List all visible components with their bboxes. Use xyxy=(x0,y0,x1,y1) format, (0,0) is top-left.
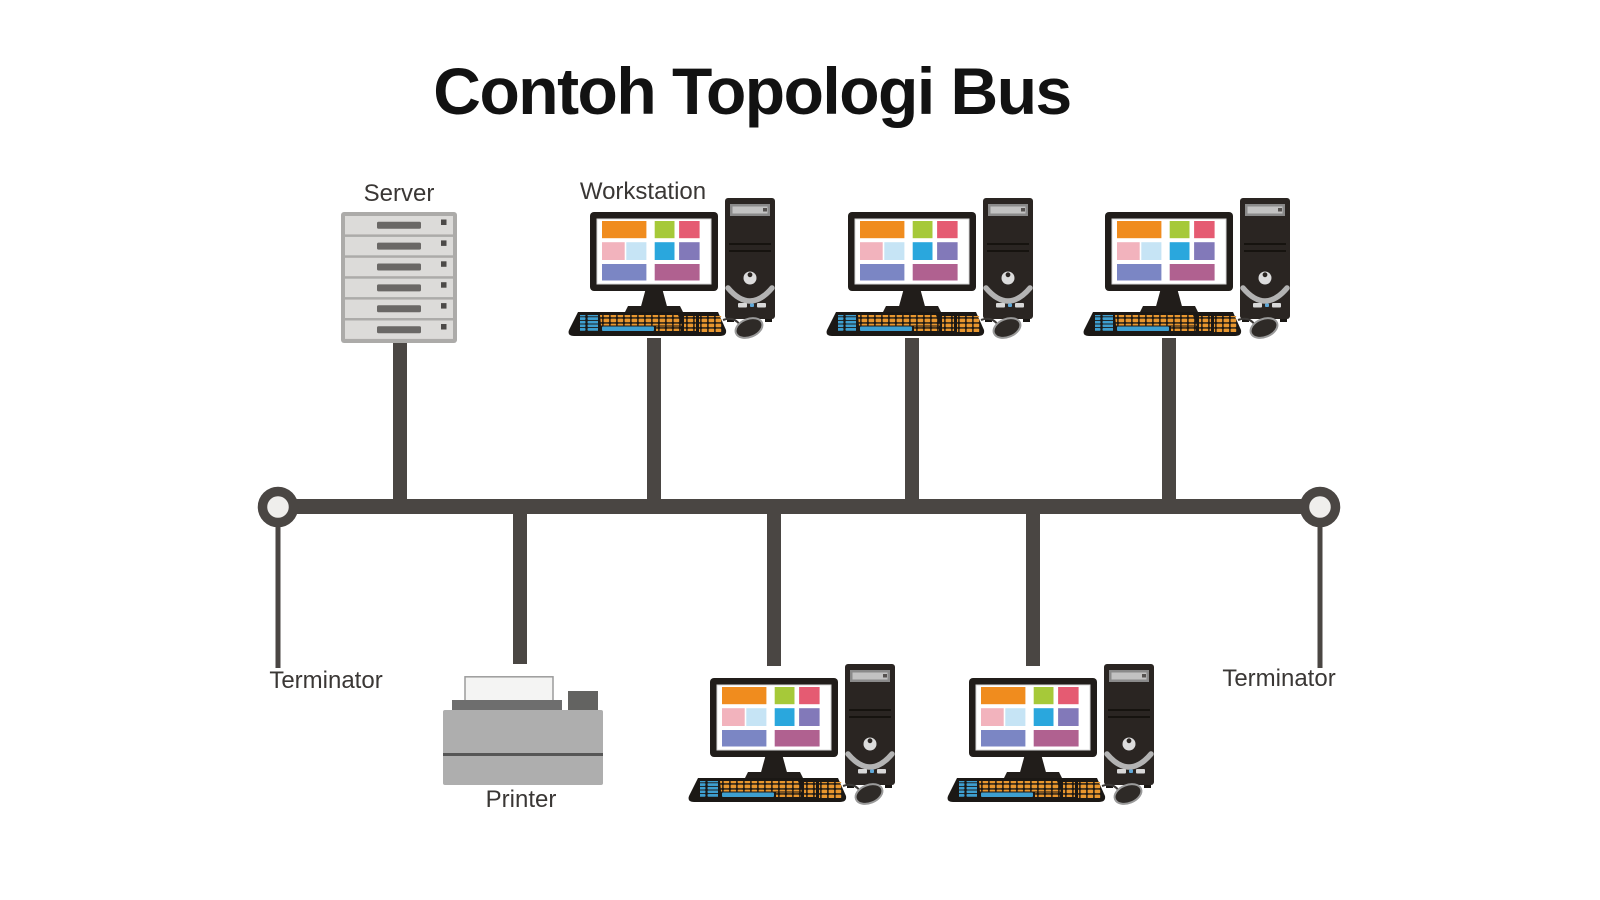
drop-line-workstation-3 xyxy=(1162,338,1176,508)
bus-backbone-line xyxy=(278,499,1320,514)
workstation-device-2 xyxy=(827,198,1033,342)
drop-line-workstation-2 xyxy=(905,338,919,508)
drop-line-server xyxy=(393,340,407,508)
drop-line-printer xyxy=(513,506,527,664)
workstation-device-4 xyxy=(689,664,895,808)
terminator-left-node xyxy=(257,486,299,528)
server-label: Server xyxy=(363,180,435,207)
terminator-right-lead-line xyxy=(1317,507,1323,668)
drop-line-workstation-4 xyxy=(767,506,781,666)
drop-line-workstation-5 xyxy=(1026,506,1040,666)
printer-label: Printer xyxy=(485,786,557,813)
terminator-left-label: Terminator xyxy=(269,667,383,694)
workstation-device-1 xyxy=(569,198,775,342)
workstation-device-3 xyxy=(1084,198,1290,342)
printer-device xyxy=(443,676,603,786)
diagram-title: Contoh Topologi Bus xyxy=(433,54,1072,128)
server-device xyxy=(341,212,457,343)
terminator-left-lead-line xyxy=(275,507,281,668)
workstation-label: Workstation xyxy=(579,178,707,205)
drop-line-workstation-1 xyxy=(647,338,661,508)
workstation-device-5 xyxy=(948,664,1154,808)
terminator-right-node xyxy=(1299,486,1341,528)
terminator-right-label: Terminator xyxy=(1222,665,1336,692)
